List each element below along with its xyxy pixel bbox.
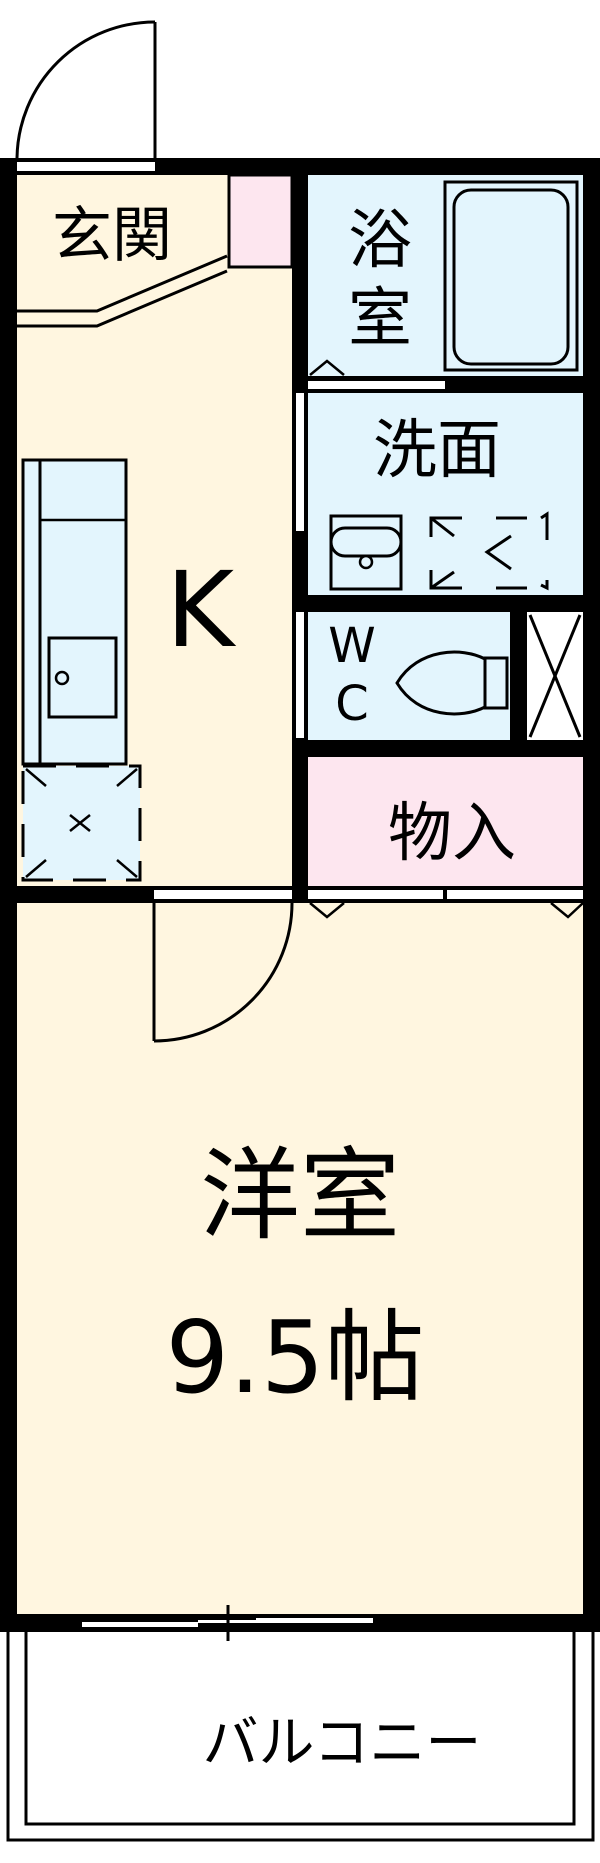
label-balcony: バルコニー (203, 1711, 482, 1776)
room-storage-fill (308, 757, 583, 886)
room-washroom-fill (308, 393, 583, 595)
balcony-window (82, 1605, 373, 1641)
washroom-sliding-door (296, 393, 304, 531)
room-western-fill (17, 903, 583, 1614)
toilet-sliding-door (296, 612, 304, 738)
room-door-opening (154, 890, 292, 899)
refrigerator-space (21, 764, 142, 882)
label-western-room-size: 9.5帖 (165, 1299, 424, 1416)
toilet (395, 650, 509, 716)
bathroom-door-marker (309, 359, 345, 376)
bathroom-door-opening (308, 381, 445, 389)
kitchen-counter (21, 458, 128, 766)
label-kitchen: K (166, 549, 237, 671)
shoe-closet (227, 173, 294, 269)
room-door (152, 902, 294, 1043)
label-toilet-2: C (335, 676, 369, 732)
label-entrance: 玄関 (52, 201, 172, 271)
label-bathroom-1: 浴 (348, 204, 412, 278)
balcony (6, 1632, 595, 1842)
bathtub (443, 180, 579, 372)
entrance-door-opening (17, 162, 155, 171)
storage-sliding-doors (308, 886, 584, 919)
washing-machine-space (429, 511, 549, 591)
label-storage: 物入 (388, 797, 516, 871)
faucet-icon (54, 670, 70, 686)
room-toilet-fill (308, 612, 510, 740)
entrance-door (15, 20, 157, 160)
label-western-room: 洋室 (200, 1137, 400, 1254)
label-bathroom-2: 室 (348, 282, 412, 356)
washbasin (329, 514, 403, 591)
entrance-step (17, 254, 228, 328)
label-washroom: 洗面 (373, 414, 501, 488)
label-toilet-1: W (328, 618, 375, 674)
pipe-shaft (527, 612, 583, 740)
kitchen-sink (47, 636, 118, 719)
